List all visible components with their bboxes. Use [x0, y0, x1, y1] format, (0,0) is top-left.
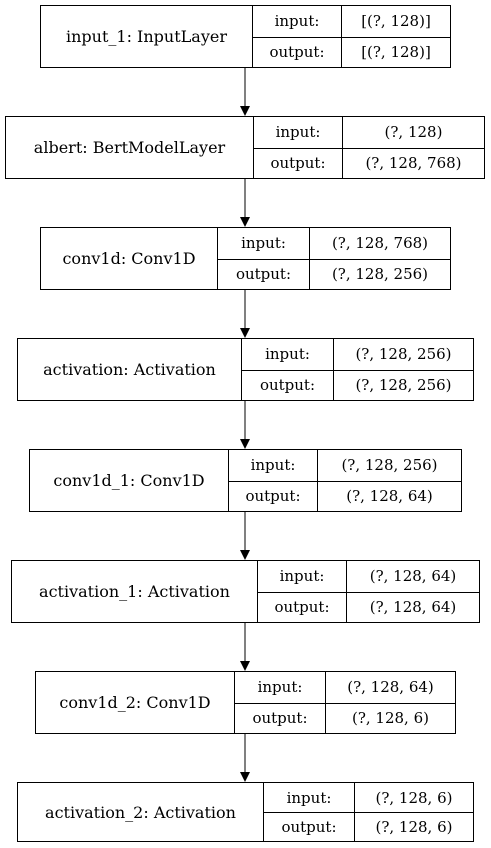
input-label: input: [229, 450, 318, 481]
input-shape: (?, 128, 6) [375, 788, 453, 807]
layer-name: input_1: InputLayer [41, 6, 253, 67]
layer-node-activation[interactable]: activation: Activation input: (?, 128, 2… [17, 338, 474, 401]
output-label: output: [229, 481, 318, 511]
output-shape: (?, 128, 6) [375, 818, 453, 836]
layer-node-conv1d-1[interactable]: conv1d_1: Conv1D input: (?, 128, 256) ou… [29, 449, 462, 512]
input-shape: [(?, 128)] [361, 12, 431, 31]
input-shape: (?, 128, 256) [355, 345, 452, 364]
layer-node-conv1d[interactable]: conv1d: Conv1D input: (?, 128, 768) outp… [40, 227, 451, 290]
input-label: input: [258, 561, 347, 592]
input-shape: (?, 128, 768) [331, 234, 429, 253]
output-shape: (?, 128, 6) [352, 709, 429, 728]
layer-node-conv1d-2[interactable]: conv1d_2: Conv1D input: (?, 128, 64) out… [35, 671, 456, 734]
layer-node-activation-1[interactable]: activation_1: Activation input: (?, 128,… [11, 560, 480, 623]
input-shape: (?, 128, 64) [347, 678, 434, 697]
output-shape: (?, 128, 64) [369, 598, 457, 617]
layer-name: albert: BertModelLayer [6, 117, 254, 178]
input-label: input: [235, 672, 326, 703]
layer-node-activation-2[interactable]: activation_2: Activation input: (?, 128,… [17, 782, 474, 842]
layer-name: conv1d: Conv1D [41, 228, 218, 289]
layer-name: activation: Activation [18, 339, 242, 400]
layer-name: conv1d_1: Conv1D [30, 450, 229, 511]
input-label: input: [242, 339, 334, 370]
input-label: input: [264, 783, 355, 812]
output-shape: (?, 128, 256) [355, 376, 452, 395]
input-shape: (?, 128) [384, 123, 443, 142]
output-shape: (?, 128, 768) [365, 154, 462, 173]
output-label: output: [218, 259, 310, 289]
output-shape: (?, 128, 256) [331, 265, 429, 284]
layer-name: activation_2: Activation [18, 783, 264, 841]
layer-name: conv1d_2: Conv1D [36, 672, 235, 733]
output-label: output: [254, 148, 343, 178]
layer-name: activation_1: Activation [12, 561, 258, 622]
input-shape: (?, 128, 64) [369, 567, 457, 586]
input-label: input: [218, 228, 310, 259]
input-shape: (?, 128, 256) [341, 456, 438, 475]
input-label: input: [254, 117, 343, 148]
output-label: output: [235, 703, 326, 733]
output-label: output: [264, 813, 355, 841]
output-shape: (?, 128, 64) [346, 487, 433, 506]
output-shape: [(?, 128)] [361, 43, 431, 62]
output-label: output: [258, 592, 347, 622]
layer-node-input-1[interactable]: input_1: InputLayer input: [(?, 128)] ou… [40, 5, 451, 68]
output-label: output: [242, 370, 334, 400]
input-label: input: [253, 6, 342, 37]
output-label: output: [253, 37, 342, 67]
layer-node-albert[interactable]: albert: BertModelLayer input: (?, 128) o… [5, 116, 485, 179]
